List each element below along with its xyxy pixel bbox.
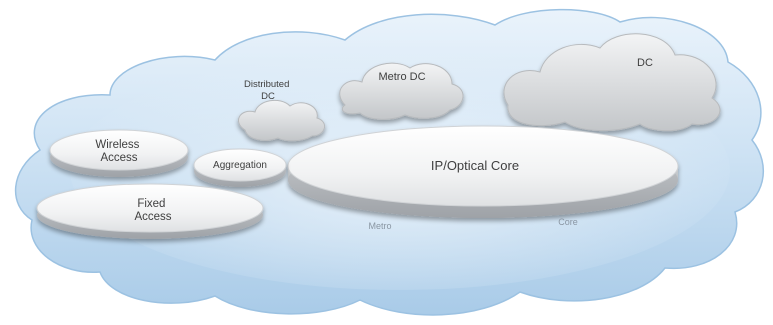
fixed-access-disc xyxy=(36,183,264,239)
fixed-access-label: Fixed Access xyxy=(134,198,171,223)
ip-optical-core-disc xyxy=(287,125,679,218)
ip-optical-core-label: IP/Optical Core xyxy=(431,158,519,173)
metro-dc-label: Metro DC xyxy=(378,71,425,83)
dc-cloud xyxy=(503,33,721,132)
wireless-access-label: Wireless Access xyxy=(95,139,142,164)
aggregation-disc xyxy=(193,148,287,187)
distributed-dc-cloud xyxy=(238,99,326,142)
metro-dc-cloud xyxy=(339,62,464,120)
core-region-label: Core xyxy=(558,217,578,227)
wireless-access-disc xyxy=(49,129,189,177)
metro-region-label: Metro xyxy=(368,221,391,231)
dc-label: DC xyxy=(637,57,653,69)
aggregation-label: Aggregation xyxy=(213,160,267,171)
distributed-dc-label: Distributed DC xyxy=(244,79,292,102)
